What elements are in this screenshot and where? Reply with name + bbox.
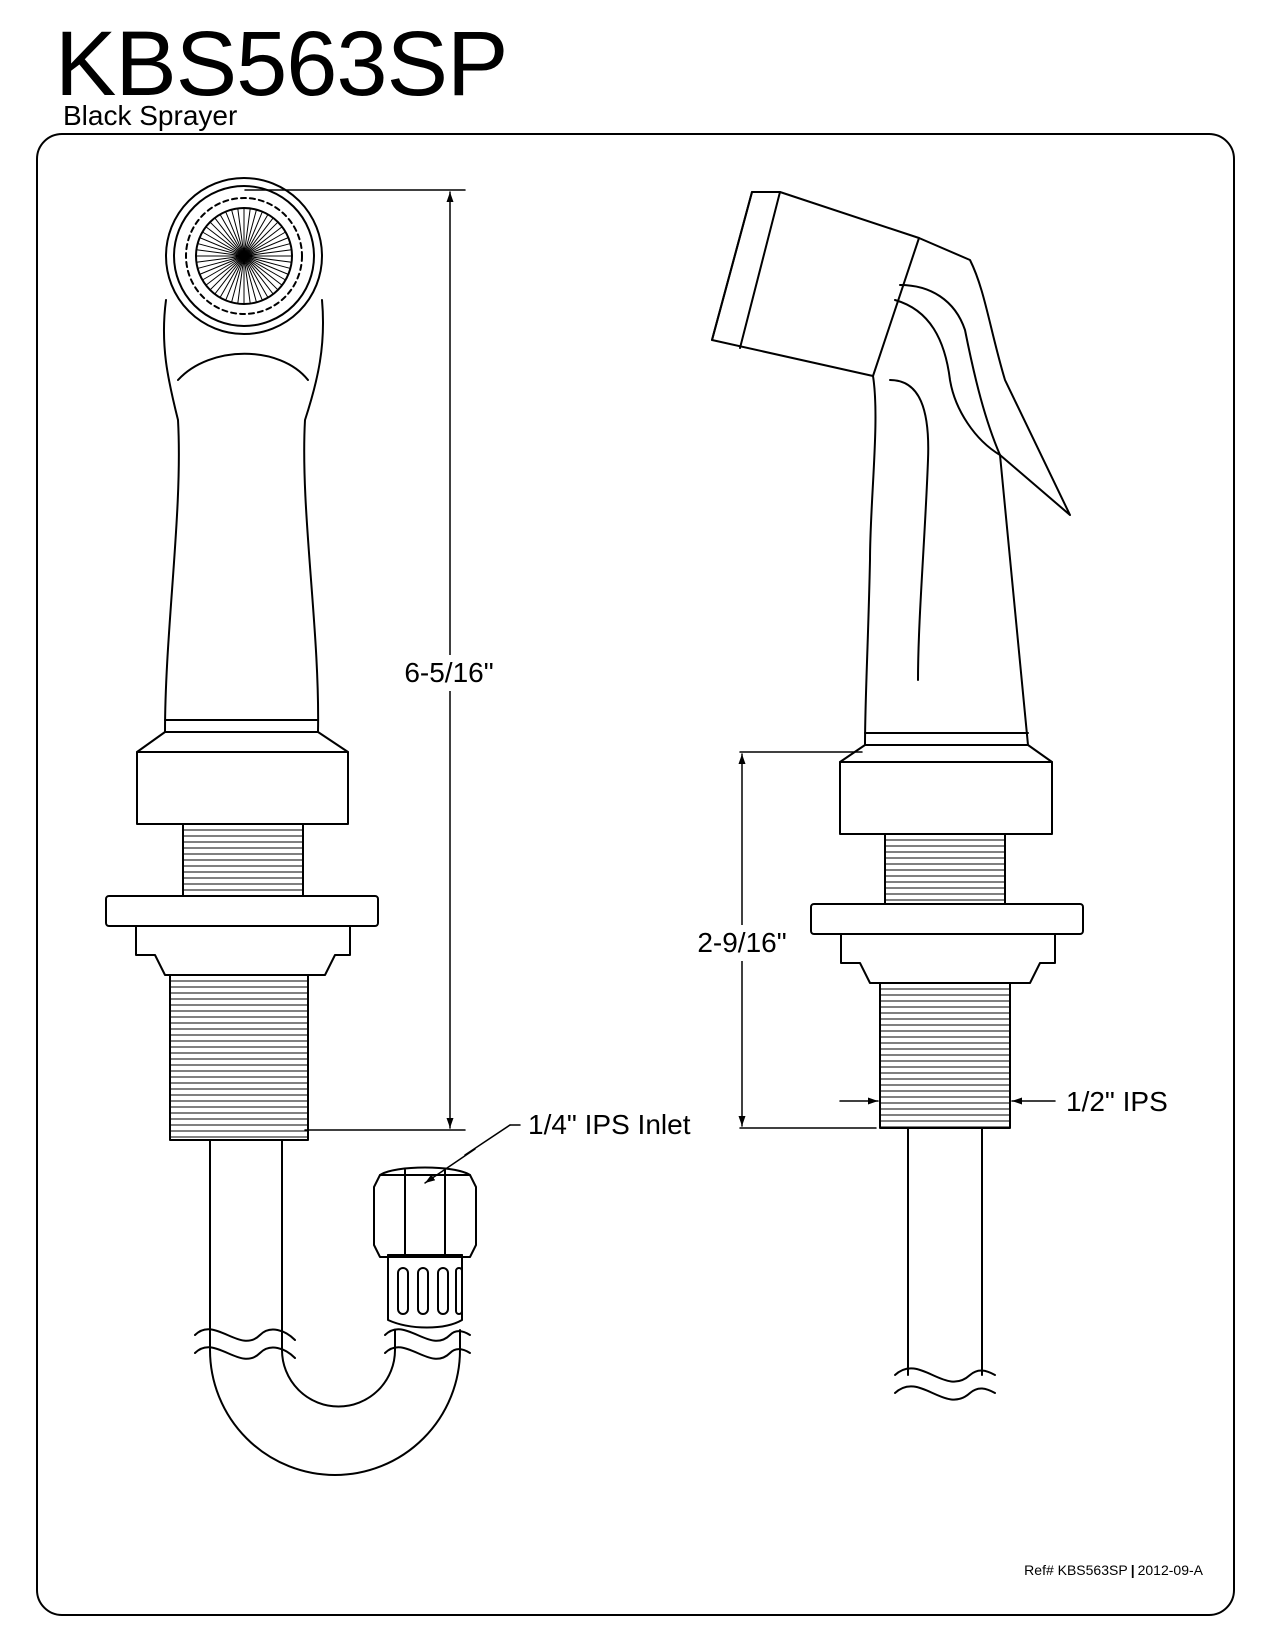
drawing-line <box>243 255 268 298</box>
drawing-line <box>243 218 274 257</box>
side-flange-base <box>840 933 1056 984</box>
drawing-line <box>220 255 245 298</box>
drawing-line <box>243 255 263 300</box>
drawing-line <box>243 255 274 294</box>
drawing-line <box>243 214 268 257</box>
trigger <box>899 237 1071 516</box>
drawing-line <box>231 255 245 302</box>
spray-face-outer <box>165 177 323 335</box>
drawing-line <box>243 226 282 257</box>
drawing-line <box>206 226 245 257</box>
side-collar-bevel <box>839 744 1053 763</box>
drawing-line <box>210 255 245 290</box>
side-upper-thread-lines <box>884 839 1006 901</box>
drawing-line <box>243 243 290 257</box>
drawing-line <box>214 218 245 257</box>
side-handle-body <box>864 375 1029 746</box>
collar <box>136 751 349 825</box>
drawing-line <box>210 222 245 257</box>
hex-nut-top <box>379 1166 471 1176</box>
spray-face-teeth-ring <box>185 197 303 315</box>
drawing-line <box>243 255 290 269</box>
inlet-callout <box>424 1124 521 1184</box>
side-handle-contour <box>889 379 930 681</box>
hose-break-right <box>384 1328 471 1342</box>
lower-thread <box>169 974 309 1141</box>
drawing-line <box>243 212 263 257</box>
drawing-line <box>243 210 257 257</box>
drawing-line <box>200 255 245 275</box>
mount-flange <box>105 895 379 927</box>
collar-bevel <box>136 731 349 753</box>
drawing-line <box>243 255 288 275</box>
lower-thread-lines <box>169 980 309 1138</box>
product-description: Black Sprayer <box>63 100 238 131</box>
drawing-frame <box>36 133 1235 1616</box>
nozzle-face-line-2 <box>711 191 753 341</box>
spray-face-ring <box>173 185 315 327</box>
ref-revision: 2012-09-A <box>1137 1562 1203 1578</box>
nozzle-head <box>711 191 920 377</box>
upper-thread-lines <box>182 829 304 891</box>
ferrule-slots <box>397 1267 463 1315</box>
reference-footer: Ref# KBS563SP|2012-09-A <box>1024 1562 1203 1578</box>
trigger-inner <box>894 299 1001 456</box>
drawing-line <box>243 255 282 286</box>
drawing-line <box>243 255 292 263</box>
drawing-line <box>237 255 245 304</box>
drawing-line <box>243 237 288 257</box>
hose-break-right-2 <box>384 1346 471 1360</box>
drawing-line <box>225 255 245 300</box>
hose-ferrule <box>387 1254 463 1329</box>
drawing-line <box>196 255 245 263</box>
ref-separator: | <box>1130 1562 1135 1578</box>
model-number: KBS563SP <box>55 13 508 115</box>
base-height-label-bg <box>688 925 796 961</box>
side-collar <box>839 761 1053 835</box>
hose-break-left <box>194 1328 296 1342</box>
drawing-line <box>243 208 251 257</box>
handle-neck-curve <box>177 352 309 381</box>
side-view-sprayer <box>711 191 1084 1401</box>
drawing-line <box>243 255 251 304</box>
hex-nut <box>373 1174 477 1258</box>
overall-height-label-bg <box>400 655 500 691</box>
hose <box>209 1139 461 1476</box>
drawing-line <box>231 210 245 257</box>
flange-base <box>135 925 351 976</box>
side-hose-break-2 <box>894 1385 996 1401</box>
base-height-label: 2-9/16" <box>697 927 786 958</box>
side-hose-break <box>894 1367 996 1383</box>
drawing-line <box>200 237 245 257</box>
drawing-line <box>202 232 245 257</box>
drawing-line <box>220 214 245 257</box>
drawing-line <box>206 255 245 286</box>
drawing-line <box>198 243 245 257</box>
drawing-line <box>243 222 278 257</box>
drawing-line <box>243 255 257 302</box>
drawing-line <box>225 212 245 257</box>
drawing-line <box>243 255 286 280</box>
drawing-line <box>243 255 278 290</box>
ref-label: Ref# KBS563SP <box>1024 1562 1128 1578</box>
drawing-line <box>243 249 292 257</box>
front-view-sprayer <box>105 177 477 1476</box>
drawing-line <box>198 255 245 269</box>
hose-break-left-2 <box>194 1346 296 1360</box>
nozzle-face-line <box>739 191 781 349</box>
thread-label: 1/2" IPS <box>1066 1086 1168 1117</box>
side-lower-thread-lines <box>879 988 1011 1128</box>
side-mount-flange <box>810 903 1084 935</box>
drawing-line <box>196 249 245 257</box>
drawing-line <box>214 255 245 294</box>
spray-nozzle-spokes <box>196 208 292 304</box>
drawing-line <box>202 255 245 280</box>
overall-height-label: 6-5/16" <box>404 657 493 688</box>
handle-body <box>162 299 325 733</box>
inlet-label: 1/4" IPS Inlet <box>528 1109 691 1140</box>
drawing-line <box>237 208 245 257</box>
drawing-line <box>243 232 286 257</box>
spray-face-inner <box>195 207 293 305</box>
